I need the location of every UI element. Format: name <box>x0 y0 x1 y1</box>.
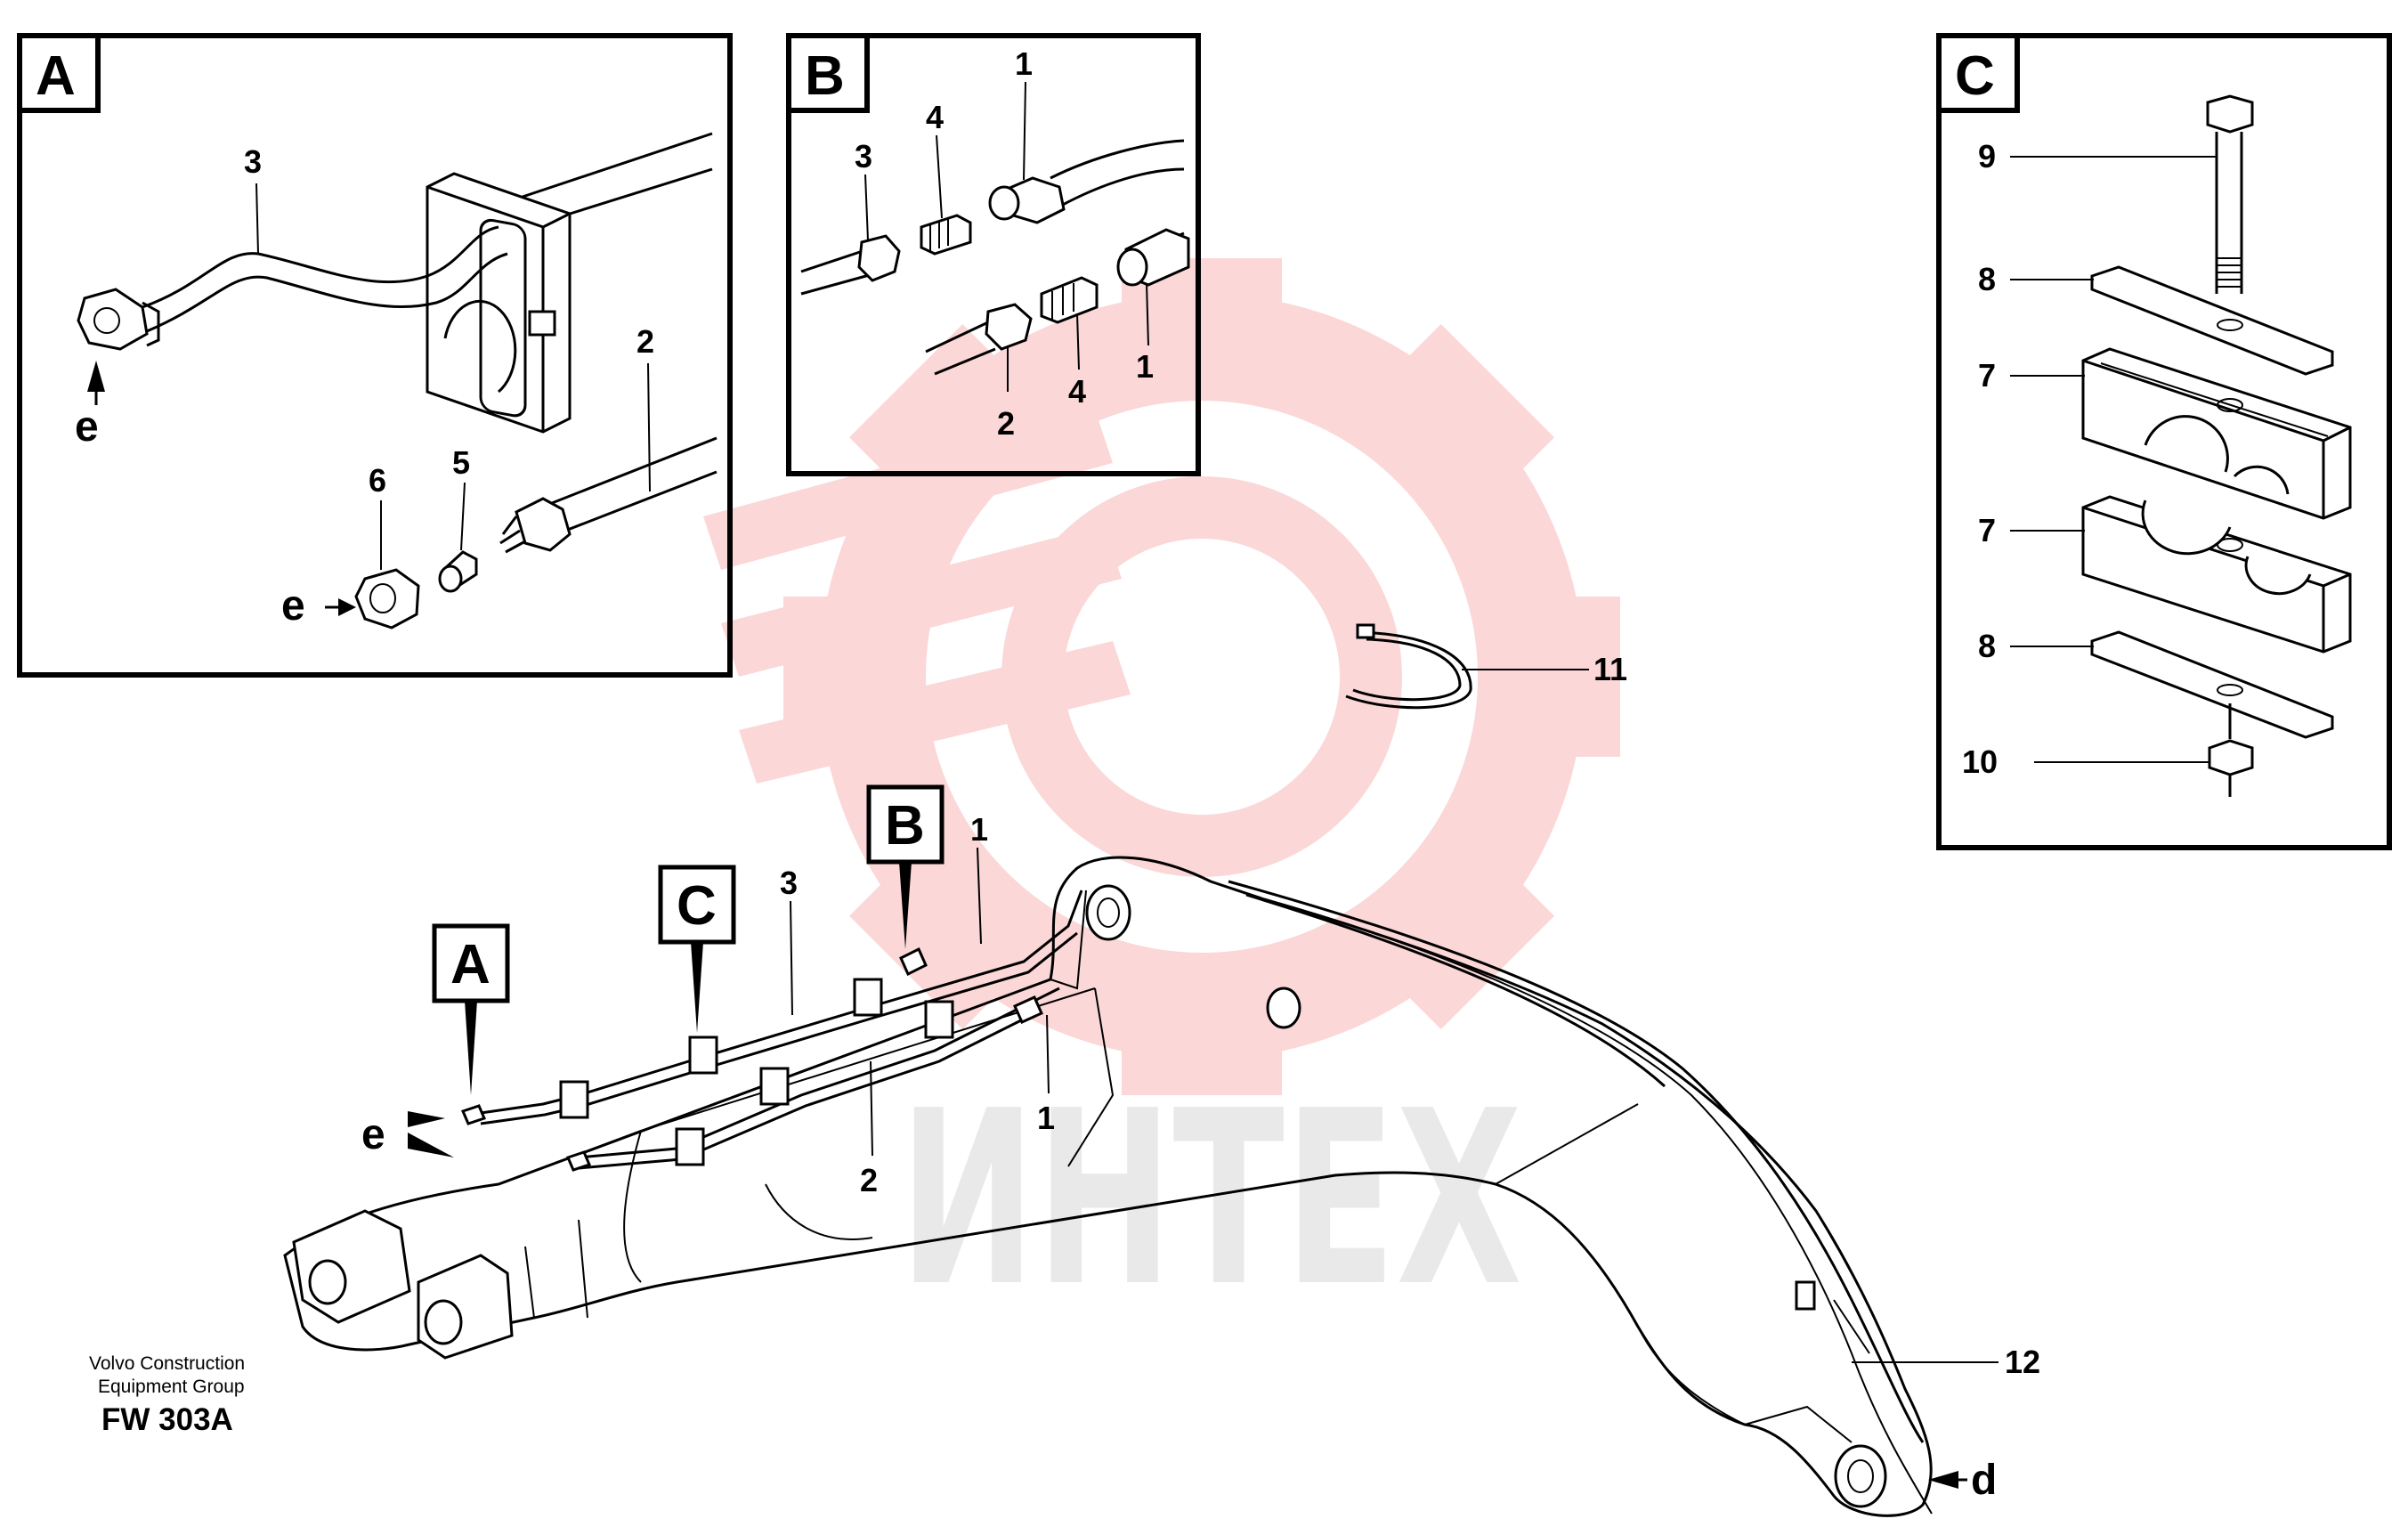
detail-b-callout-pipe-top: 3 <box>855 138 872 175</box>
credit-line-2: Equipment Group <box>98 1377 245 1397</box>
credit-block: Volvo Construction Equipment Group FW 30… <box>89 1353 245 1437</box>
detail-c-callout-plate-bottom: 8 <box>1978 628 1996 664</box>
detail-b-callout-hose-bottom: 1 <box>1136 348 1154 385</box>
detail-a-arrow-top-e: e <box>75 403 99 451</box>
detail-c-callout-plate-top: 8 <box>1978 261 1996 297</box>
detail-a-callout-nut: 6 <box>369 462 386 499</box>
main-box-b: B <box>885 795 925 857</box>
main-arrow-e: e <box>361 1111 385 1158</box>
detail-b-panel: B 1 4 3 1 4 2 <box>786 33 1201 476</box>
credit-line-1: Volvo Construction <box>89 1353 245 1374</box>
detail-a-callout-pipe: 2 <box>636 323 654 360</box>
main-arrow-d: d <box>1971 1457 1997 1504</box>
detail-c-panel: C 9 8 7 7 8 <box>1936 33 2392 850</box>
watermark-gear-logo: ИНТЕХ <box>703 258 1620 1339</box>
main-box-c: C <box>677 875 717 937</box>
detail-a-label: A <box>36 45 76 107</box>
cable-tie-part: 11 <box>1345 623 1627 710</box>
main-box-a: A <box>450 934 491 995</box>
detail-c-callout-clamp-top: 7 <box>1978 357 1996 394</box>
detail-c-callout-clamp-bottom: 7 <box>1978 512 1996 548</box>
detail-a-callout-hose: 3 <box>244 143 262 180</box>
detail-c-label: C <box>1955 45 1995 107</box>
main-callout-12: 12 <box>2005 1344 2040 1380</box>
detail-a-arrow-bottom-e: e <box>281 582 305 629</box>
main-callout-1-bottom: 1 <box>1037 1100 1055 1136</box>
detail-c-callout-nut: 10 <box>1962 743 1998 780</box>
detail-b-label: B <box>805 45 845 107</box>
boom-assembly: A C B 1 3 1 2 12 e d <box>283 784 2040 1517</box>
watermark-text: ИНТЕХ <box>899 1059 1522 1339</box>
main-callout-1-top: 1 <box>970 811 988 848</box>
main-callout-2: 2 <box>860 1162 878 1198</box>
drawing-code: FW 303A <box>101 1402 233 1437</box>
detail-c-callout-bolt: 9 <box>1978 138 1996 175</box>
detail-b-callout-nipple-top: 4 <box>926 99 944 135</box>
detail-b-callout-hose-top: 1 <box>1015 45 1033 82</box>
detail-a-callout-nipple: 5 <box>452 444 470 481</box>
detail-a-panel: A 3 e 2 5 <box>17 33 733 678</box>
detail-b-callout-nipple-bottom: 4 <box>1068 373 1086 410</box>
main-callout-3: 3 <box>780 865 798 901</box>
tie-callout: 11 <box>1593 651 1627 687</box>
detail-b-callout-pipe-bottom: 2 <box>997 405 1015 442</box>
